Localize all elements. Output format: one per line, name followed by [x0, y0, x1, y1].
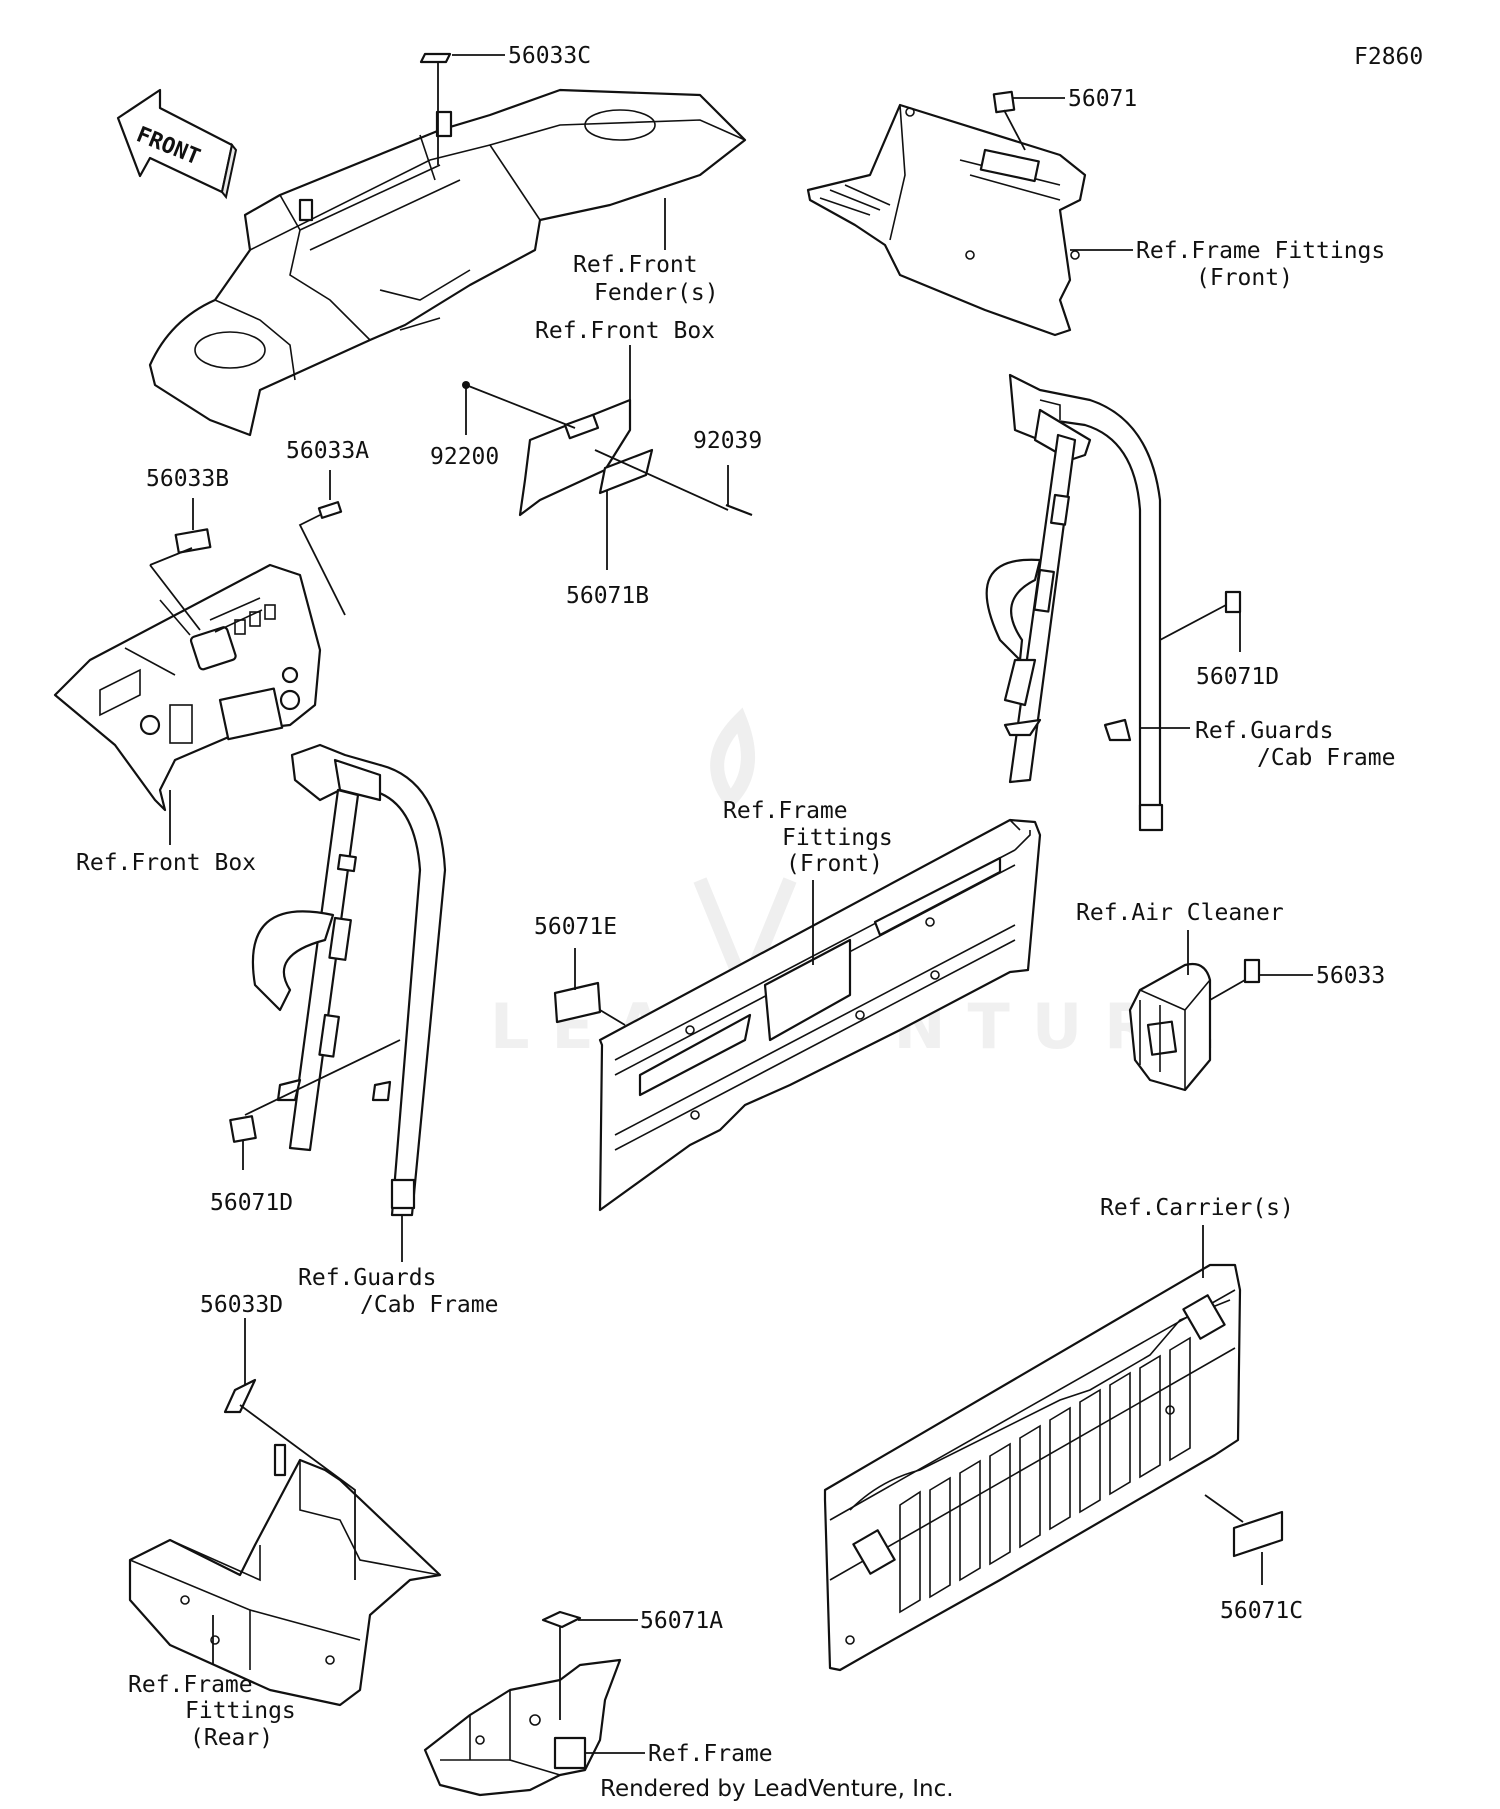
frame-fittings-front-panel-part: [598, 818, 1042, 1212]
label-56071a[interactable]: 56071A: [640, 1608, 723, 1634]
sticker-56033b[interactable]: [174, 528, 212, 554]
sticker-56033[interactable]: [1243, 958, 1261, 984]
label-ref-carriers[interactable]: Ref.Carrier(s): [1100, 1195, 1294, 1221]
air-cleaner-part: [1128, 962, 1212, 1092]
label-56071c[interactable]: 56071C: [1220, 1598, 1303, 1624]
label-56033a[interactable]: 56033A: [286, 438, 369, 464]
label-ref-frame-fittings-rear-2[interactable]: Fittings: [185, 1698, 296, 1724]
label-ref-frame-fittings-front-a2[interactable]: (Front): [1196, 265, 1293, 291]
label-56033c[interactable]: 56033C: [508, 43, 591, 69]
label-ref-frame-fittings-front-b3[interactable]: (Front): [786, 851, 883, 877]
sticker-56071c[interactable]: [1232, 1510, 1284, 1558]
diagram-id: F2860: [1354, 44, 1423, 70]
sticker-56071d-left[interactable]: [229, 1115, 257, 1143]
bracket-right: [1103, 718, 1132, 742]
sticker-56033d[interactable]: [223, 1378, 257, 1414]
label-56033d[interactable]: 56033D: [200, 1292, 283, 1318]
label-ref-front-fender-1[interactable]: Ref.Front: [573, 252, 698, 278]
label-ref-frame[interactable]: Ref.Frame: [648, 1741, 773, 1767]
sticker-56033a[interactable]: [317, 501, 343, 519]
label-56071d-right[interactable]: 56071D: [1196, 664, 1279, 690]
label-56033[interactable]: 56033: [1316, 963, 1385, 989]
cab-frame-left-part: [251, 743, 447, 1217]
sticker-56071d-right[interactable]: [1224, 590, 1242, 614]
sticker-56071a[interactable]: [541, 1610, 582, 1629]
sticker-56071[interactable]: [992, 90, 1016, 114]
label-ref-air-cleaner[interactable]: Ref.Air Cleaner: [1076, 900, 1284, 926]
label-ref-frame-fittings-front-b2[interactable]: Fittings: [782, 825, 893, 851]
sticker-56033c[interactable]: [419, 52, 452, 64]
label-56071b[interactable]: 56071B: [566, 583, 649, 609]
label-92039[interactable]: 92039: [693, 428, 762, 454]
front-box-dashboard-part: [53, 563, 322, 812]
label-ref-guards-cab-left-1[interactable]: Ref.Guards: [298, 1265, 436, 1291]
frame-fittings-rear-part: [128, 1443, 442, 1707]
frame-fittings-front-part: [806, 103, 1087, 337]
label-ref-frame-fittings-rear-3[interactable]: (Rear): [190, 1725, 273, 1751]
label-ref-frame-fittings-rear-1[interactable]: Ref.Frame: [128, 1672, 253, 1698]
label-ref-front-box-a[interactable]: Ref.Front Box: [535, 318, 715, 344]
label-ref-guards-cab-right-2[interactable]: /Cab Frame: [1257, 745, 1395, 771]
label-56071d-left[interactable]: 56071D: [210, 1190, 293, 1216]
label-ref-frame-fittings-front-a1[interactable]: Ref.Frame Fittings: [1136, 238, 1385, 264]
carrier-tailgate-part: [823, 1263, 1242, 1672]
label-56071[interactable]: 56071: [1068, 86, 1137, 112]
label-56033b[interactable]: 56033B: [146, 466, 229, 492]
fastener-92039[interactable]: [725, 503, 753, 517]
cab-frame-right-part: [985, 373, 1164, 832]
label-56071e[interactable]: 56071E: [534, 914, 617, 940]
label-ref-guards-cab-left-2[interactable]: /Cab Frame: [360, 1292, 498, 1318]
sticker-56071e[interactable]: [553, 981, 602, 1024]
label-ref-guards-cab-right-1[interactable]: Ref.Guards: [1195, 718, 1333, 744]
footer-credit: Rendered by LeadVenture, Inc.: [600, 1776, 954, 1802]
label-ref-frame-fittings-front-b1[interactable]: Ref.Frame: [723, 798, 848, 824]
front-fender-part: [148, 88, 747, 437]
label-ref-front-fender-2[interactable]: Fender(s): [594, 280, 719, 306]
front-arrow-icon: FRONT: [116, 88, 238, 200]
label-92200[interactable]: 92200: [430, 444, 499, 470]
front-box-lid-part: [518, 398, 654, 517]
frame-hitch-part: [423, 1658, 622, 1797]
label-ref-front-box-b[interactable]: Ref.Front Box: [76, 850, 256, 876]
